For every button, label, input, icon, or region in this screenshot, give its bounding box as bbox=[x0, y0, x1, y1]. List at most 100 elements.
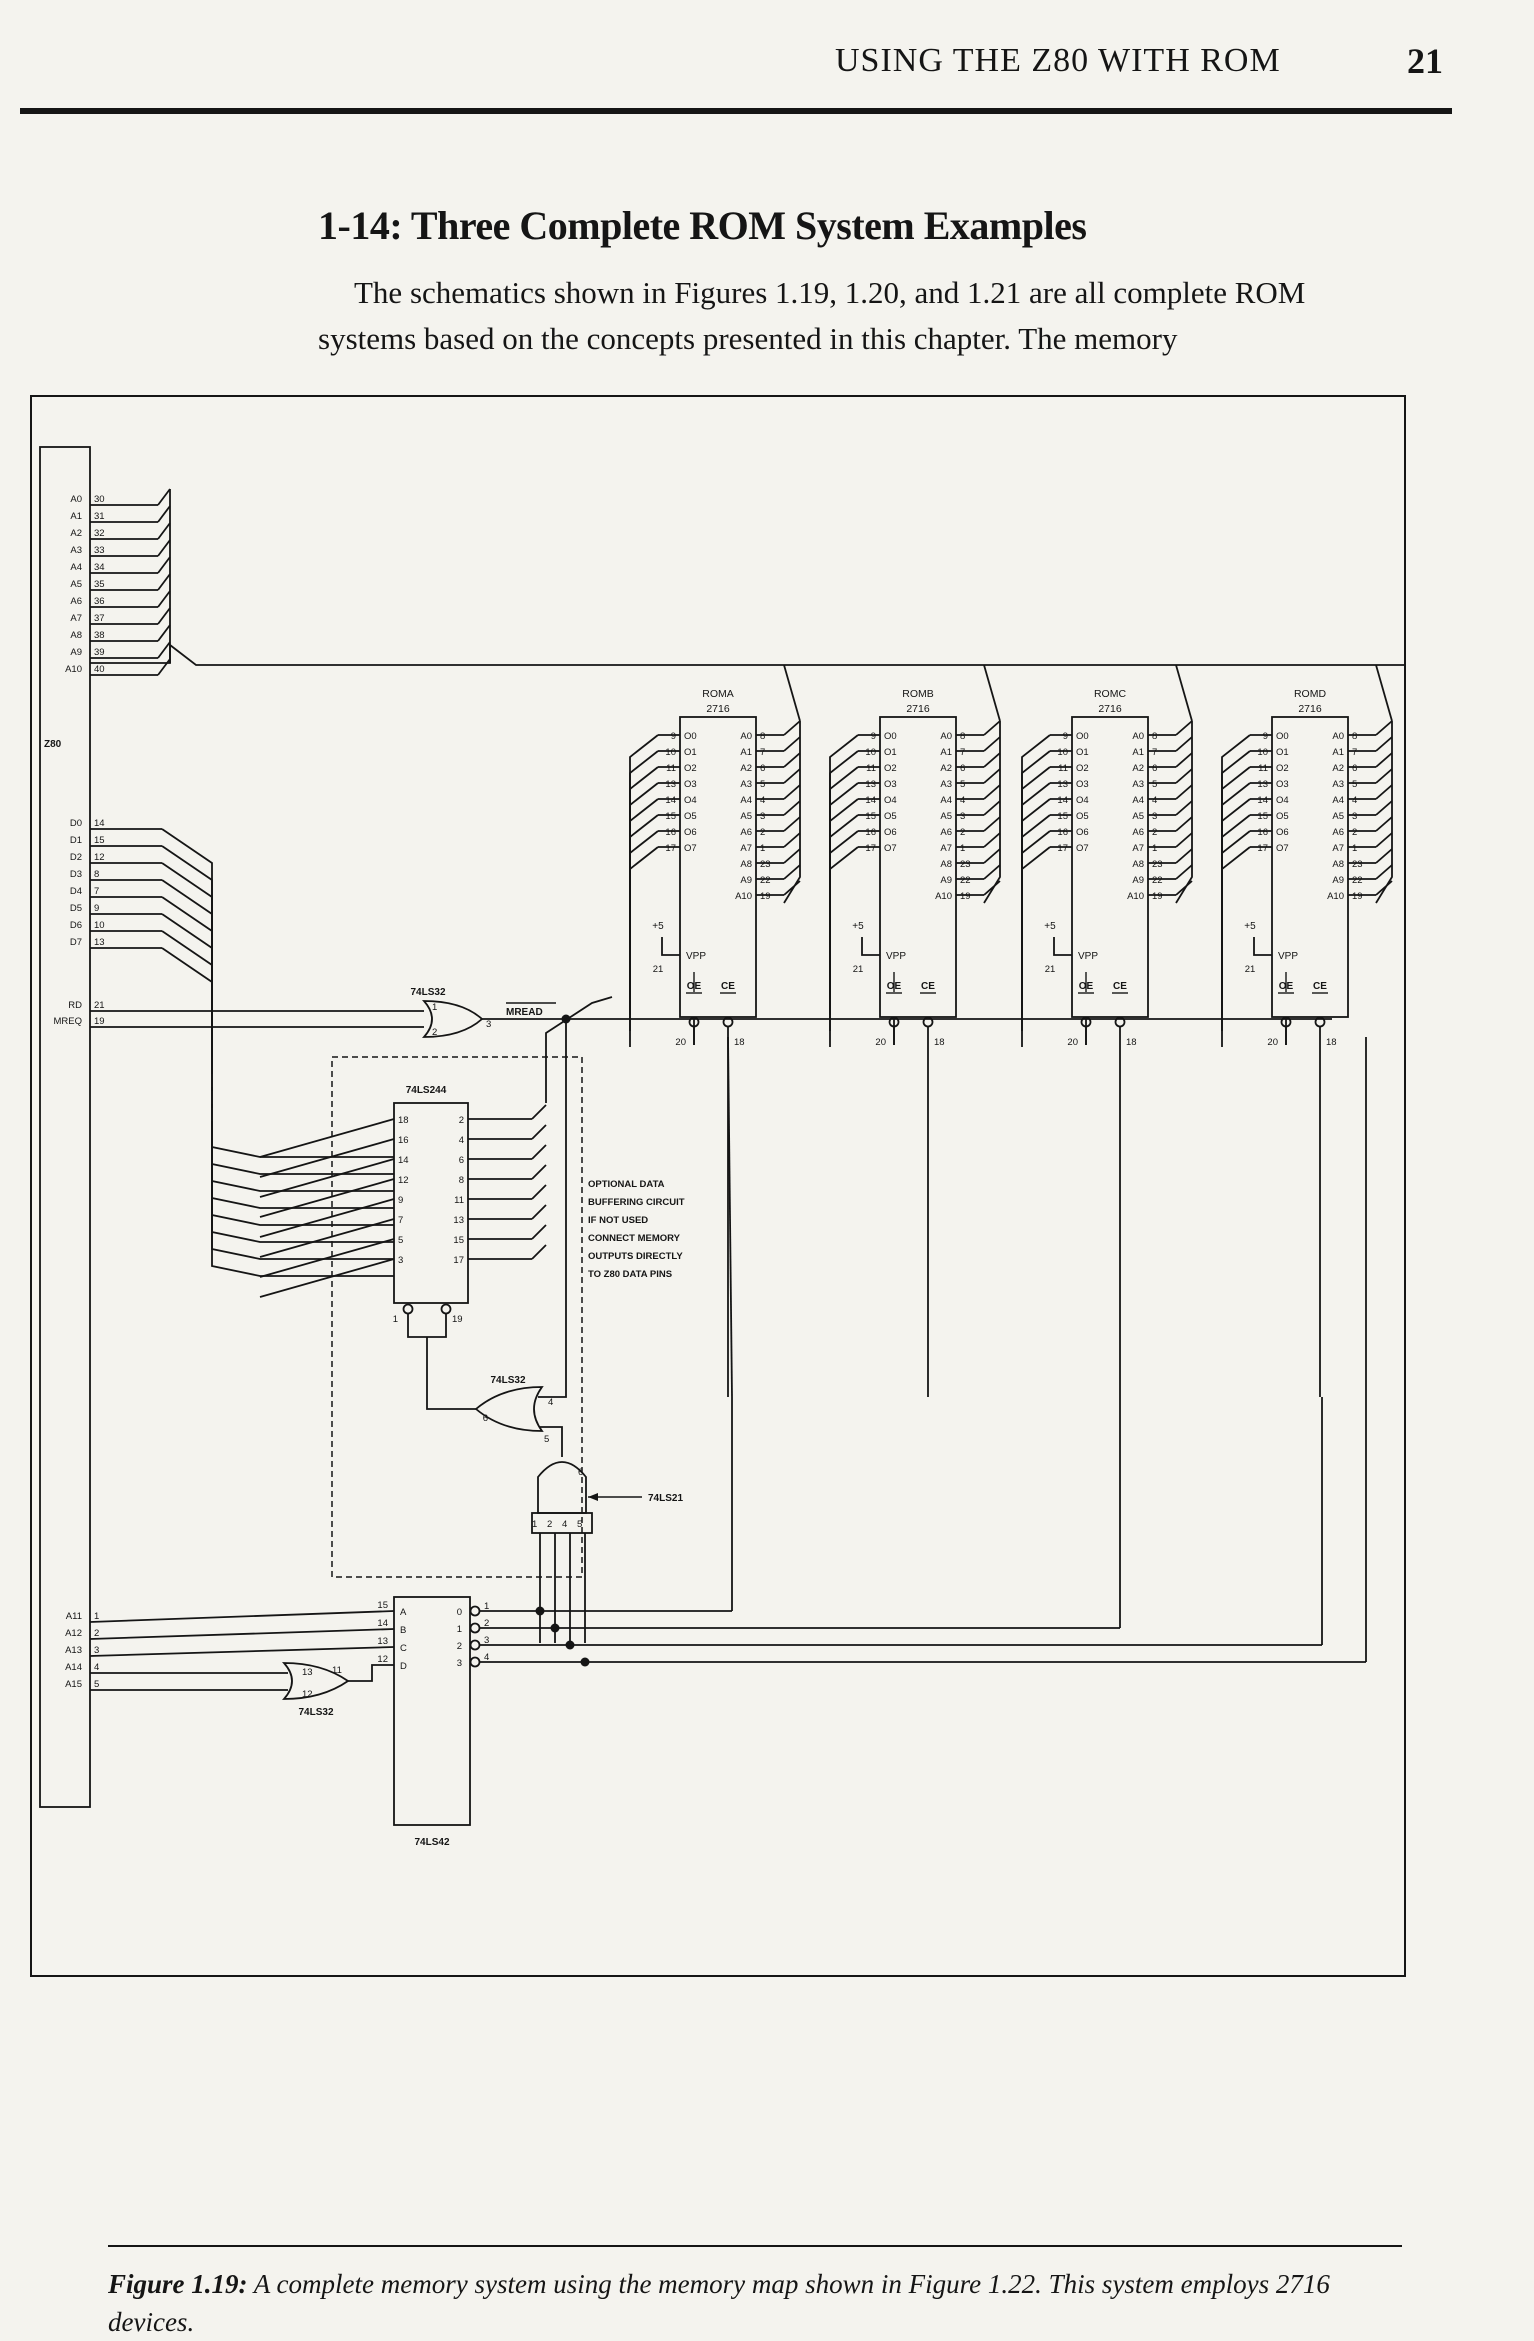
rom-pin-label: A7 bbox=[940, 843, 952, 854]
wire bbox=[157, 556, 171, 574]
rom-pin-label: O1 bbox=[1276, 747, 1289, 758]
decoder-pin-number: 14 bbox=[377, 1618, 388, 1629]
rom-pin-label: A6 bbox=[1132, 827, 1144, 838]
rom-pin-label: O6 bbox=[1076, 827, 1089, 838]
rom-part-number: 2716 bbox=[706, 703, 730, 715]
rom-pin-number: 2 bbox=[1352, 827, 1357, 838]
paragraph-text: The schematics shown in Figures 1.19, 1.… bbox=[318, 275, 1306, 356]
wire bbox=[1375, 864, 1393, 880]
ce-pin-number: 18 bbox=[934, 1037, 945, 1048]
rom-output-line bbox=[829, 814, 859, 1015]
cpu-pin-number: 36 bbox=[94, 596, 105, 607]
wire bbox=[157, 624, 171, 642]
decoder-pin-label: 1 bbox=[457, 1624, 462, 1635]
rom-pin-number: 10 bbox=[1057, 747, 1068, 758]
rom-pin-number: 22 bbox=[1152, 875, 1163, 886]
rom-pin-label: A10 bbox=[935, 891, 952, 902]
cpu-pin-label: A14 bbox=[65, 1662, 82, 1673]
rom-pin-label: O4 bbox=[1076, 795, 1089, 806]
rom-data-line bbox=[259, 1198, 395, 1238]
rom-pin-number: 7 bbox=[1152, 747, 1157, 758]
rom-pin-label: O0 bbox=[1276, 731, 1289, 742]
wire bbox=[157, 590, 171, 608]
gate-part-74ls32: 74LS32 bbox=[410, 987, 445, 998]
cpu-pin-number: 33 bbox=[94, 545, 105, 556]
buffer-output-line bbox=[531, 1144, 547, 1160]
vpp-label: VPP bbox=[1278, 951, 1298, 962]
cpu-pin-number: 12 bbox=[94, 852, 105, 863]
rom-pin-label: A1 bbox=[940, 747, 952, 758]
buffer-bus-up bbox=[545, 996, 613, 1103]
buffer-note-line: BUFFERING CIRCUIT bbox=[588, 1197, 685, 1208]
and-gate-74ls21 bbox=[537, 1461, 587, 1514]
gate-part-74ls42: 74LS42 bbox=[414, 1837, 449, 1848]
or-gate-mread bbox=[421, 1000, 484, 1038]
buffer-pin-number: 3 bbox=[398, 1255, 403, 1266]
cpu-pin-label: A1 bbox=[70, 511, 82, 522]
buffer-pin-number: 4 bbox=[459, 1135, 464, 1146]
rom-pin-label: A9 bbox=[1132, 875, 1144, 886]
ce-label: CE bbox=[1113, 981, 1127, 992]
rom-pin-label: O1 bbox=[1076, 747, 1089, 758]
rom-address-edge bbox=[983, 721, 1001, 904]
buffer-output-line bbox=[531, 1244, 547, 1260]
z80-label: Z80 bbox=[44, 739, 62, 750]
rom-output-line bbox=[1221, 782, 1251, 983]
cpu-pin-number: 15 bbox=[94, 835, 105, 846]
rom-pin-number: 2 bbox=[1152, 827, 1157, 838]
header-rule bbox=[20, 108, 1452, 114]
gate-pin: 4 bbox=[548, 1397, 553, 1408]
cpu-pin-number: 9 bbox=[94, 903, 99, 914]
wire bbox=[1375, 848, 1393, 864]
rom-pin-label: O2 bbox=[884, 763, 897, 774]
rom-data-line bbox=[259, 1238, 395, 1278]
rom-pin-number: 13 bbox=[1057, 779, 1068, 790]
wire bbox=[157, 607, 171, 625]
cpu-pin-label: D3 bbox=[70, 869, 82, 880]
rom-output-line bbox=[1021, 846, 1051, 1047]
rom-pin-number: 17 bbox=[1057, 843, 1068, 854]
rom-pin-number: 6 bbox=[960, 763, 965, 774]
rom-pin-label: O2 bbox=[1276, 763, 1289, 774]
data-bus-line bbox=[211, 1138, 394, 1209]
rom-pin-label: O6 bbox=[884, 827, 897, 838]
gate-pin: 12 bbox=[302, 1689, 313, 1700]
inversion-bubble bbox=[1314, 1016, 1326, 1028]
rom-pin-number: 5 bbox=[960, 779, 965, 790]
rom-pin-label: O0 bbox=[1076, 731, 1089, 742]
rom-output-line bbox=[829, 782, 859, 983]
rom-pin-number: 13 bbox=[665, 779, 676, 790]
rom-pin-label: A9 bbox=[740, 875, 752, 886]
rom-part-number: 2716 bbox=[1098, 703, 1122, 715]
buffer-pin-number: 1 bbox=[393, 1314, 398, 1325]
ce-line bbox=[727, 1036, 733, 1398]
wire bbox=[1175, 880, 1193, 896]
cpu-ctrl-label: MREQ bbox=[54, 1016, 83, 1027]
cpu-pin-number: 4 bbox=[94, 1662, 99, 1673]
rom-pin-number: 23 bbox=[760, 859, 771, 870]
rom-pin-number: 7 bbox=[760, 747, 765, 758]
gate-pin: 13 bbox=[302, 1667, 313, 1678]
rom-pin-number: 14 bbox=[665, 795, 676, 806]
buffer-pin-number: 5 bbox=[398, 1235, 403, 1246]
wire bbox=[983, 752, 1001, 768]
vpp-label: VPP bbox=[686, 951, 706, 962]
rom-pin-number: 17 bbox=[865, 843, 876, 854]
rom-pin-label: A6 bbox=[940, 827, 952, 838]
buffer-pin-number: 8 bbox=[459, 1175, 464, 1186]
rom-pin-label: A4 bbox=[740, 795, 752, 806]
inversion-bubble bbox=[469, 1622, 481, 1634]
rom-pin-number: 23 bbox=[1352, 859, 1363, 870]
wire bbox=[426, 1367, 476, 1410]
inversion-bubble bbox=[402, 1303, 414, 1315]
cpu-pin-label: D1 bbox=[70, 835, 82, 846]
rom-pin-number: 14 bbox=[1257, 795, 1268, 806]
rom-pin-number: 8 bbox=[760, 731, 765, 742]
rom-output-line bbox=[629, 814, 659, 1015]
rom-data-line bbox=[259, 1178, 395, 1218]
rom-output-line bbox=[1021, 814, 1051, 1015]
rom-pin-number: 6 bbox=[1352, 763, 1357, 774]
wire bbox=[983, 816, 1001, 832]
buffer-output-line bbox=[531, 1104, 547, 1120]
